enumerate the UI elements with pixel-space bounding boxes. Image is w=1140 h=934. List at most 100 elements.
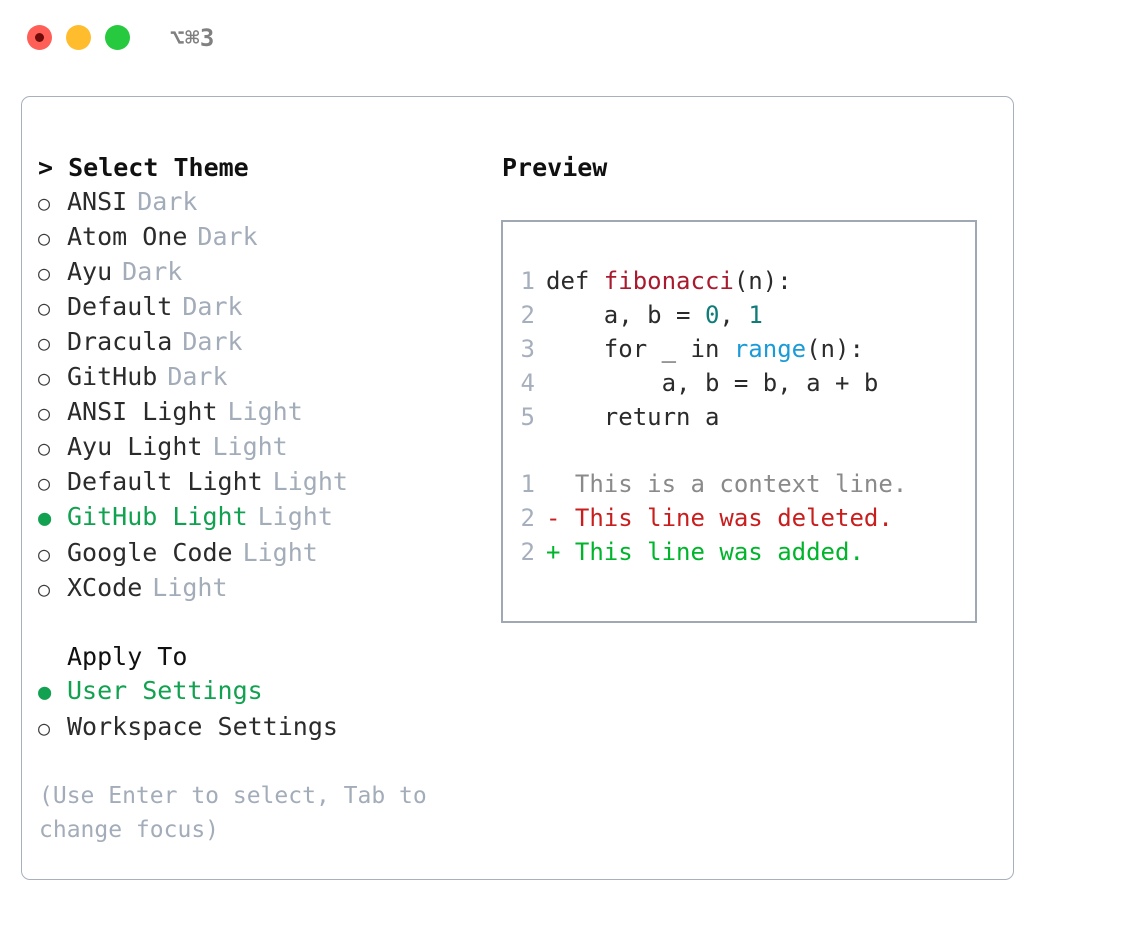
theme-option-label: ANSI Light — [67, 397, 218, 426]
keyboard-hint-text: (Use Enter to select, Tab to change focu… — [39, 783, 427, 843]
radio-unselected-icon: ○ — [38, 716, 51, 740]
code-line-text: a, b = b, a + b — [546, 366, 879, 400]
code-line: 4 a, b = b, a + b — [511, 366, 971, 400]
theme-option-label: Ayu Light — [67, 432, 203, 461]
theme-option-label: Ayu — [67, 257, 113, 286]
diff-line-number: 2 — [520, 538, 535, 566]
apply-to-option-label: Workspace Settings — [67, 712, 338, 741]
diff-marker: - — [546, 504, 575, 532]
theme-option-label: GitHub — [67, 362, 158, 391]
theme-option-variant: Dark — [137, 187, 198, 216]
theme-option-variant: Dark — [167, 362, 228, 391]
theme-option-label: ANSI — [67, 187, 128, 216]
code-line: 5 return a — [511, 400, 971, 434]
code-token-plain: , — [719, 301, 749, 329]
keyboard-shortcut-label: ⌥⌘3 — [170, 24, 215, 52]
code-line-number: 5 — [520, 403, 535, 431]
radio-unselected-icon: ○ — [38, 366, 51, 390]
theme-option-label: Atom One — [67, 222, 188, 251]
radio-unselected-icon: ○ — [38, 542, 51, 566]
traffic-lights — [27, 25, 130, 50]
code-token-plain: (n): — [806, 335, 864, 363]
radio-unselected-icon: ○ — [38, 401, 51, 425]
apply-to-option-workspace-settings[interactable]: ○ Workspace Settings — [38, 710, 478, 745]
diff-marker — [546, 467, 575, 501]
diff-line: 1 This is a context line. — [511, 467, 971, 501]
theme-option-variant: Light — [257, 502, 333, 531]
list-spacer — [38, 606, 478, 640]
radio-unselected-icon: ○ — [38, 261, 51, 285]
diff-line-text: This line was added. — [574, 538, 864, 566]
theme-option-variant: Light — [227, 397, 303, 426]
theme-option-github[interactable]: ○ GitHub Dark — [38, 360, 478, 395]
hint-spacer — [38, 745, 478, 779]
apply-to-option-label: User Settings — [67, 676, 263, 705]
code-line-number: 3 — [520, 335, 535, 363]
diff-line: 2- This line was deleted. — [511, 501, 971, 535]
theme-option-atom-one[interactable]: ○ Atom One Dark — [38, 220, 478, 255]
radio-selected-icon: ● — [38, 506, 52, 531]
apply-to-option-list[interactable]: ● User Settings ○ Workspace Settings — [38, 674, 478, 745]
close-button[interactable] — [27, 25, 52, 50]
radio-unselected-icon: ○ — [38, 296, 51, 320]
code-token-plain: a, b = — [546, 301, 705, 329]
diff-sample: 1 This is a context line.2- This line wa… — [511, 467, 971, 569]
radio-unselected-icon: ○ — [38, 577, 51, 601]
minimize-button[interactable] — [66, 25, 91, 50]
code-line-number: 4 — [520, 369, 535, 397]
theme-option-variant: Light — [152, 573, 228, 602]
code-line-text: a, b = 0, 1 — [546, 298, 763, 332]
theme-option-variant: Dark — [122, 257, 183, 286]
theme-option-variant: Dark — [182, 327, 243, 356]
code-token-num: 1 — [748, 301, 763, 329]
code-line: 1 def fibonacci(n): — [511, 264, 971, 298]
code-token-plain: def — [546, 267, 604, 295]
theme-option-variant: Light — [242, 538, 318, 567]
apply-to-option-user-settings[interactable]: ● User Settings — [38, 674, 478, 710]
theme-option-label: Default Light — [67, 467, 263, 496]
select-theme-heading: > Select Theme — [38, 153, 249, 182]
radio-unselected-icon: ○ — [38, 226, 51, 250]
code-line-text: def fibonacci(n): — [546, 264, 792, 298]
diff-line: 2 + This line was added. — [511, 535, 971, 569]
theme-option-ansi-light[interactable]: ○ ANSI Light Light — [38, 395, 478, 430]
code-line-number: 1 — [520, 267, 535, 295]
diff-line-text: This is a context line. — [574, 470, 908, 498]
diff-marker: + — [546, 538, 575, 566]
diff-line-number: 2 — [520, 504, 535, 532]
theme-option-variant: Light — [272, 467, 348, 496]
maximize-button[interactable] — [105, 25, 130, 50]
code-line: 3 for _ in range(n): — [511, 332, 971, 366]
code-token-plain: a, b = b, a + b — [546, 369, 879, 397]
theme-option-ayu[interactable]: ○ Ayu Dark — [38, 255, 478, 290]
radio-selected-icon: ● — [38, 680, 52, 705]
diff-line-text: This line was deleted. — [574, 504, 893, 532]
apply-to-heading: Apply To — [67, 642, 188, 671]
code-token-num: 0 — [704, 301, 720, 329]
theme-option-variant: Light — [212, 432, 288, 461]
title-bar: ⌥⌘3 — [0, 0, 1140, 78]
code-line: 2 a, b = 0, 1 — [511, 298, 971, 332]
preview-heading: Preview — [502, 153, 608, 182]
code-line-text: for _ in range(n): — [546, 332, 864, 366]
theme-option-variant: Dark — [197, 222, 258, 251]
code-token-call: range — [733, 335, 807, 363]
code-line-number: 2 — [520, 301, 535, 329]
